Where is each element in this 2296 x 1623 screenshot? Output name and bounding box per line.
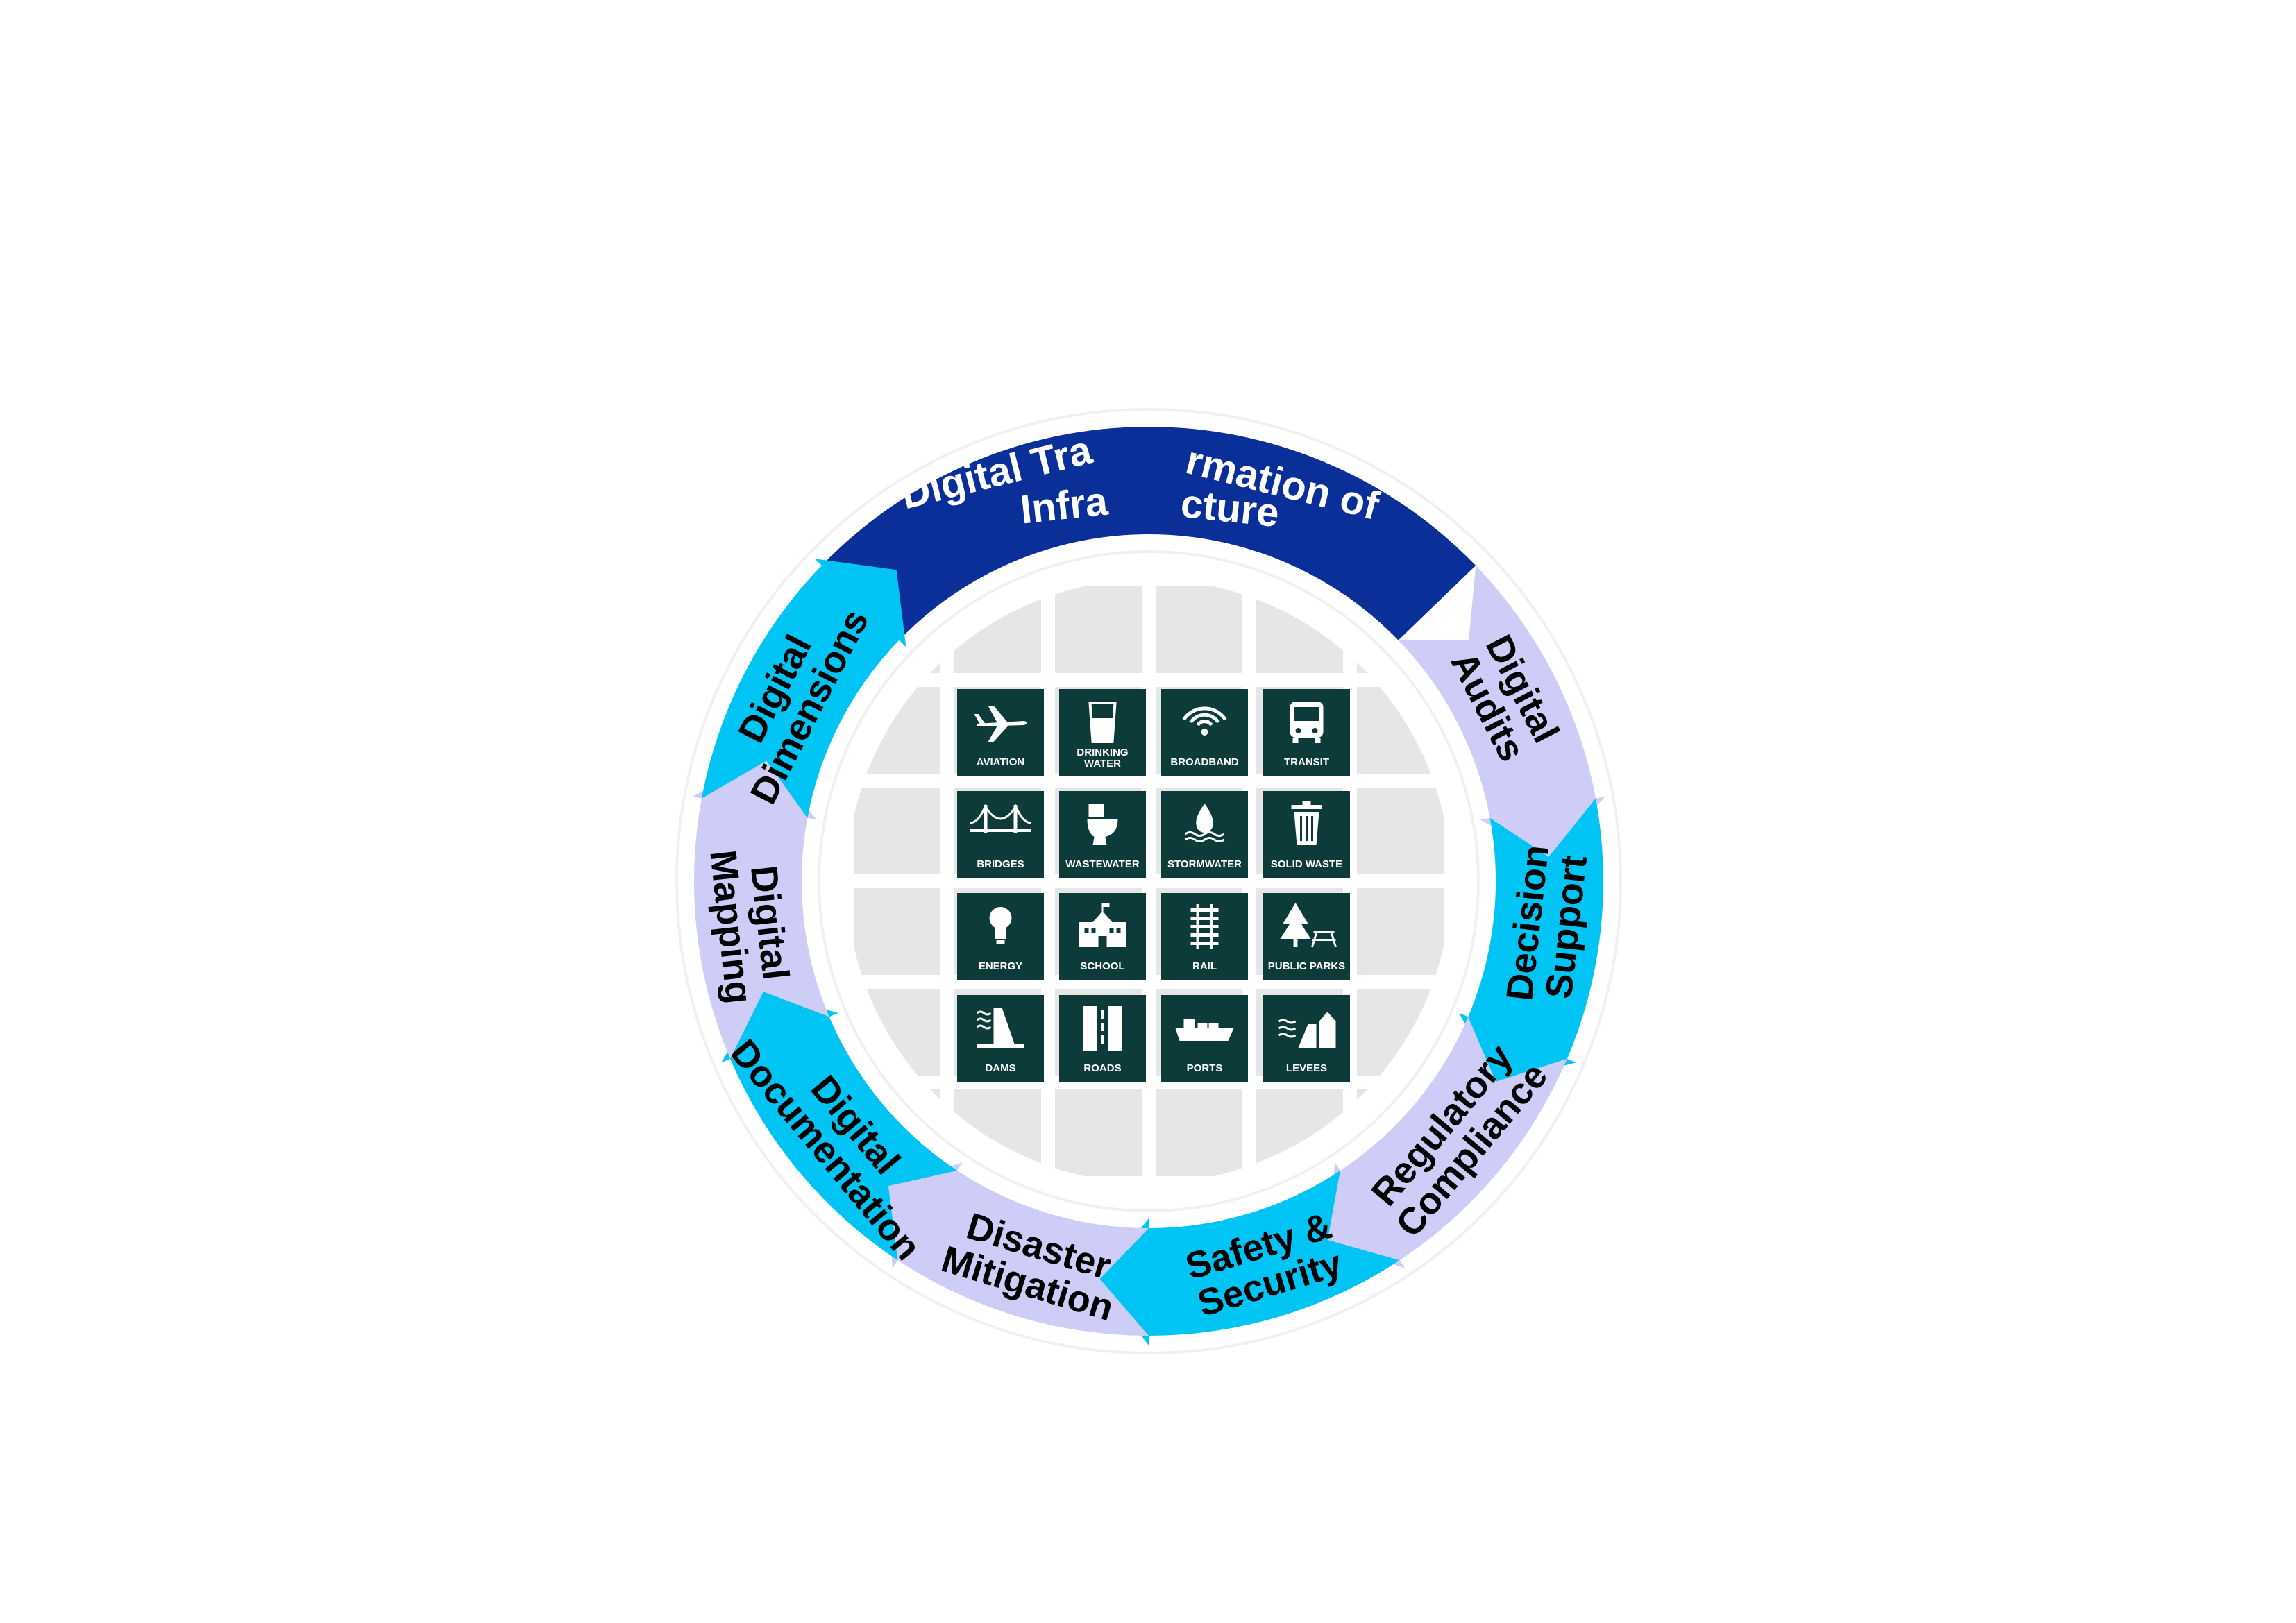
grid-cell xyxy=(1357,888,1444,975)
title-band xyxy=(821,426,1476,640)
tile-broadband: BROADBAND xyxy=(1161,689,1248,776)
tile-rail: RAIL xyxy=(1161,893,1248,980)
toilet-icon xyxy=(1087,804,1118,845)
grid-cell xyxy=(1256,1089,1343,1176)
tile-ports: PORTS xyxy=(1161,995,1248,1082)
tile-label: WATER xyxy=(1084,758,1121,770)
title-line2-left: Infra xyxy=(1018,479,1111,533)
arrow-regulatory-compliance xyxy=(1327,1017,1567,1268)
water-drop-icon xyxy=(1184,804,1225,842)
outer-ring xyxy=(675,408,1622,1354)
wifi-icon xyxy=(1182,706,1227,736)
grid-cell xyxy=(1256,586,1343,673)
drinking-glass-icon xyxy=(1088,702,1117,743)
segment-decision-support: DecisionSupport xyxy=(1459,798,1603,1082)
tile-levees: LEVEES xyxy=(1263,995,1350,1082)
arrow-decision-support xyxy=(1459,798,1603,1082)
grid-cell xyxy=(954,586,1041,673)
tile-label: TRANSIT xyxy=(1284,756,1329,768)
tree-picnic-icon xyxy=(1280,903,1337,948)
grid-cell xyxy=(854,788,940,874)
arrow-disaster-mitigation xyxy=(888,1162,1149,1336)
tile-label: BROADBAND xyxy=(1170,756,1238,768)
tile-label: AVIATION xyxy=(977,756,1024,768)
grid-cell xyxy=(1156,586,1242,673)
tile-label: BRIDGES xyxy=(977,858,1024,870)
tile-public-parks: PUBLIC PARKS xyxy=(1263,893,1350,980)
arrow-digital-audits xyxy=(1398,565,1605,857)
tile-label: SCHOOL xyxy=(1080,960,1124,972)
tile-energy: ENERGY xyxy=(957,893,1044,980)
grid-cell xyxy=(854,687,940,774)
arrow-safety-security xyxy=(1099,1170,1400,1345)
grid-cell xyxy=(1357,788,1444,874)
grid-cell xyxy=(1357,687,1444,774)
tile-wastewater: WASTEWATER xyxy=(1059,791,1146,878)
tile-stormwater: STORMWATER xyxy=(1161,791,1248,878)
tile-label: PORTS xyxy=(1187,1062,1223,1074)
tile-label: SOLID WASTE xyxy=(1271,858,1342,870)
arrow-digital-dimensions xyxy=(701,559,906,818)
dam-icon xyxy=(976,1008,1024,1048)
tile-solid-waste: SOLID WASTE xyxy=(1263,791,1350,878)
school-building-icon xyxy=(1079,903,1126,947)
grid-cell xyxy=(1357,989,1444,1076)
tile-label: ROADS xyxy=(1083,1062,1121,1074)
tile-background xyxy=(957,791,1044,878)
grid-cell xyxy=(1055,1089,1142,1176)
tile-label: DRINKING xyxy=(1077,747,1128,758)
cargo-ship-icon xyxy=(1175,1019,1234,1041)
light-bulb-icon xyxy=(989,907,1012,944)
background-grid xyxy=(854,586,1444,1176)
tile-label: ENERGY xyxy=(979,960,1022,972)
arrow-digital-mapping xyxy=(692,760,829,1059)
tile-aviation: AVIATION xyxy=(957,689,1044,776)
segment-digital-dimensions: DigitalDimensions xyxy=(701,559,906,818)
tile-school: SCHOOL xyxy=(1059,893,1146,980)
bus-icon xyxy=(1290,702,1324,743)
segment-safety-security: Safety &Security xyxy=(1099,1170,1400,1345)
grid-cell xyxy=(854,888,940,975)
tile-label: RAIL xyxy=(1192,960,1217,972)
tile-dams: DAMS xyxy=(957,995,1044,1082)
grid-cell xyxy=(1055,586,1142,673)
tile-label: DAMS xyxy=(985,1062,1015,1074)
levee-icon xyxy=(1278,1012,1336,1048)
segment-digital-mapping: DigitalMapping xyxy=(692,760,829,1059)
tile-bridges: BRIDGES xyxy=(957,791,1044,878)
title-line2-right: cture xyxy=(1179,481,1281,536)
tile-label: STORMWATER xyxy=(1167,858,1242,870)
rail-track-icon xyxy=(1190,904,1219,949)
grid-cell xyxy=(854,989,940,1076)
grid-cell xyxy=(1156,1089,1242,1176)
bridge-icon xyxy=(970,804,1031,833)
tile-label: LEVEES xyxy=(1286,1062,1327,1074)
tile-label: PUBLIC PARKS xyxy=(1268,960,1345,972)
tile-roads: ROADS xyxy=(1059,995,1146,1082)
arrow-digital-documentation xyxy=(721,992,958,1261)
process-ring: DigitalAuditsDecisionSupportRegulatoryCo… xyxy=(692,426,1605,1345)
inner-ring xyxy=(818,550,1480,1212)
trash-can-icon xyxy=(1291,801,1322,845)
segment-disaster-mitigation: DisasterMitigation xyxy=(888,1162,1149,1336)
tile-transit: TRANSIT xyxy=(1263,689,1350,776)
road-icon xyxy=(1083,1006,1122,1051)
tile-label: WASTEWATER xyxy=(1065,858,1140,870)
grid-cell xyxy=(954,1089,1041,1176)
label-decision-support: DecisionSupport xyxy=(1499,843,1596,1007)
airplane-icon xyxy=(974,706,1027,742)
